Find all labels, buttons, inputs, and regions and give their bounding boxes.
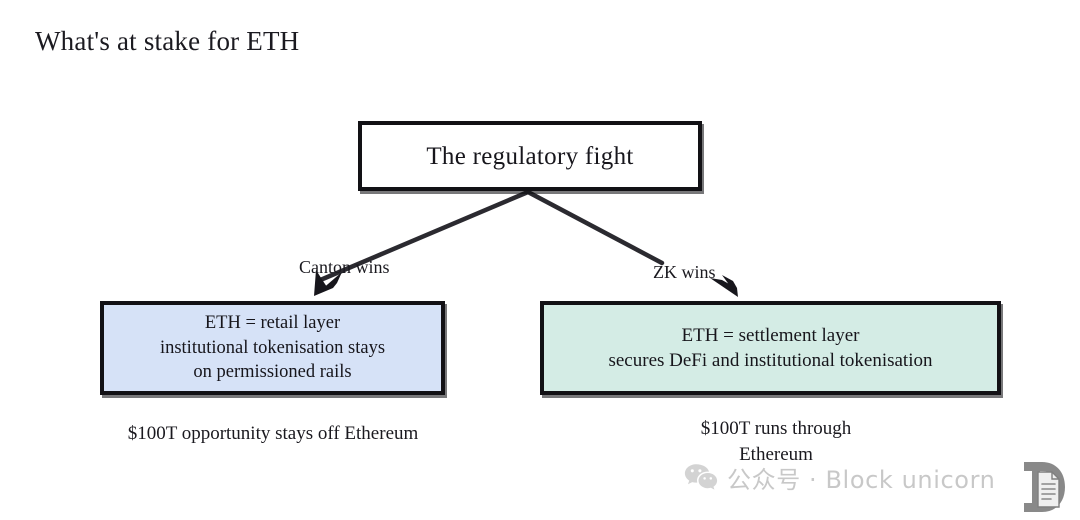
caption-right: $100T runs through Ethereum bbox=[700, 418, 852, 465]
edge-label-canton-wins: Canton wins bbox=[299, 257, 390, 277]
node-regulatory-fight[interactable]: The regulatory fight bbox=[358, 121, 702, 191]
caption-left: $100T opportunity stays off Ethereum bbox=[127, 423, 419, 444]
node-eth-retail-layer[interactable]: ETH = retail layer institutional tokenis… bbox=[100, 301, 445, 395]
node-eth-settlement-layer-label: ETH = settlement layer secures DeFi and … bbox=[608, 324, 933, 371]
wechat-icon bbox=[684, 463, 718, 490]
watermark-text: 公众号 · Block unicorn bbox=[727, 466, 996, 494]
document-logo bbox=[1024, 462, 1065, 512]
node-eth-retail-layer-label: ETH = retail layer institutional tokenis… bbox=[159, 313, 386, 383]
edge-line-right bbox=[525, 189, 665, 266]
page-title: What's at stake for ETH bbox=[35, 26, 300, 56]
watermark: 公众号 · Block unicorn bbox=[684, 460, 995, 495]
node-regulatory-fight-label: The regulatory fight bbox=[426, 142, 634, 170]
node-eth-settlement-layer[interactable]: ETH = settlement layer secures DeFi and … bbox=[540, 301, 1001, 395]
edge-label-zk-wins: ZK wins bbox=[653, 262, 716, 282]
